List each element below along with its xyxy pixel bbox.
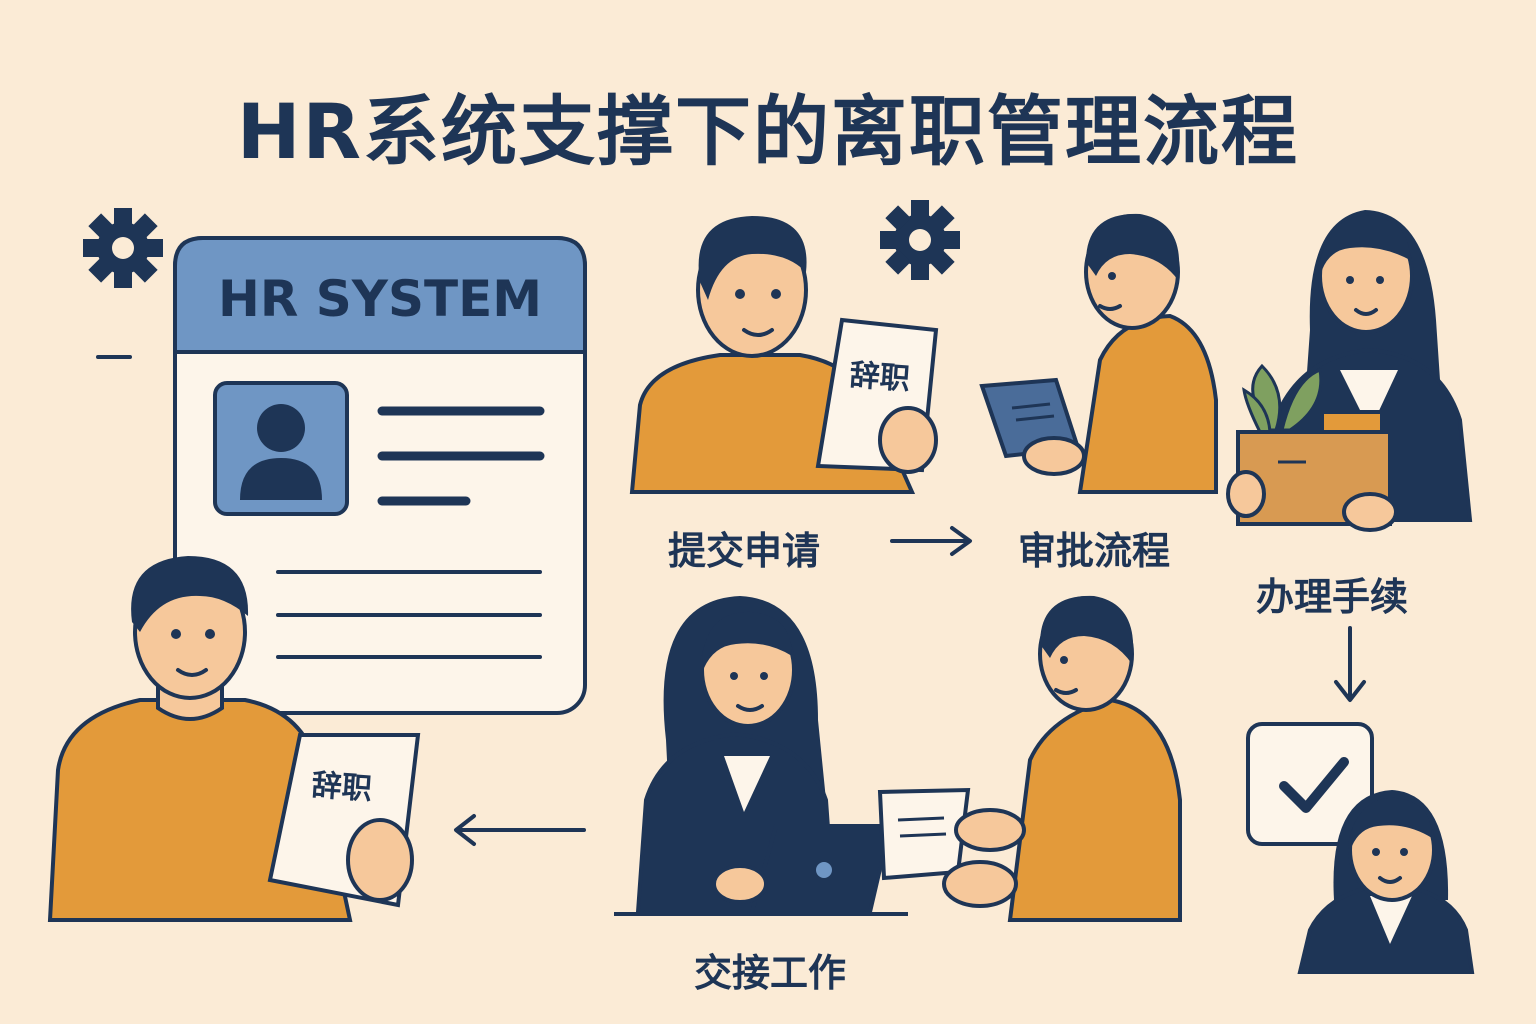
- hr-system-window: [173, 236, 587, 715]
- resignation-document-label: 辞职: [310, 767, 373, 808]
- step-approve-label: 审批流程: [1018, 529, 1171, 573]
- arrow-right-icon: [890, 526, 972, 556]
- employee-completed: [1297, 790, 1475, 974]
- gear-icon: [880, 200, 960, 280]
- step-handover-label: 交接工作: [694, 951, 847, 995]
- plant-icon: [1242, 363, 1323, 434]
- step-submit-label: 提交申请: [668, 529, 821, 573]
- employee-leaving: [1226, 210, 1473, 532]
- box-icon: [1236, 410, 1392, 526]
- employee-with-resignation: [47, 556, 421, 922]
- checkmark-icon: [1246, 722, 1374, 846]
- laptop-icon: [749, 824, 893, 914]
- profile-icon: [213, 381, 349, 516]
- step-procedures-label: 办理手续: [1256, 575, 1409, 619]
- resignation-document-label: 辞职: [848, 357, 911, 398]
- handover-scene: [614, 595, 1182, 922]
- gear-icon: [83, 208, 163, 288]
- approver: [979, 213, 1218, 494]
- page-title: HR系统支撑下的离职管理流程: [236, 87, 1300, 176]
- arrow-down-icon: [1334, 626, 1366, 702]
- employee-submitting: [629, 216, 939, 494]
- hr-system-header: HR SYSTEM: [218, 270, 542, 328]
- arrow-left-icon: [454, 814, 586, 846]
